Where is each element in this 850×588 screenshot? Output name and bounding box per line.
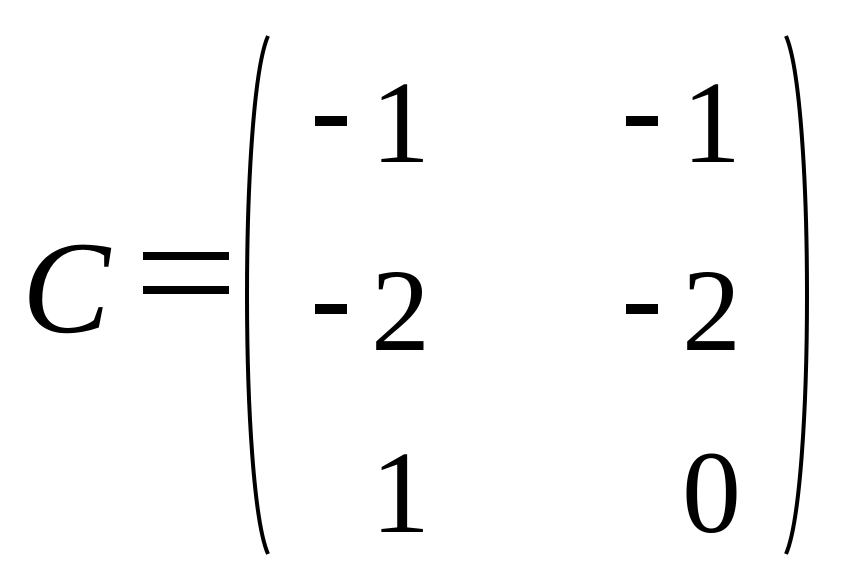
matrix-cell-r3-c2: 0 bbox=[682, 427, 741, 558]
left-parenthesis bbox=[245, 35, 270, 555]
matrix-cell-r2-c1: 2 bbox=[270, 252, 430, 370]
minus-sign bbox=[626, 115, 658, 126]
matrix-cell-r3-c1: 1 bbox=[371, 427, 430, 558]
matrix-cell-r2-c2: 2 bbox=[581, 252, 741, 370]
matrix-cell-r1-c2: 1 bbox=[581, 64, 741, 182]
matrix-variable: C bbox=[22, 214, 111, 361]
equals-bar-bottom bbox=[143, 286, 229, 294]
equals-sign bbox=[143, 236, 229, 306]
matrix-cell-r1-c1: 1 bbox=[270, 64, 430, 182]
right-parenthesis bbox=[784, 35, 809, 555]
minus-sign bbox=[315, 115, 347, 126]
minus-sign bbox=[315, 303, 347, 314]
equals-bar-top bbox=[143, 252, 229, 260]
minus-sign bbox=[626, 303, 658, 314]
